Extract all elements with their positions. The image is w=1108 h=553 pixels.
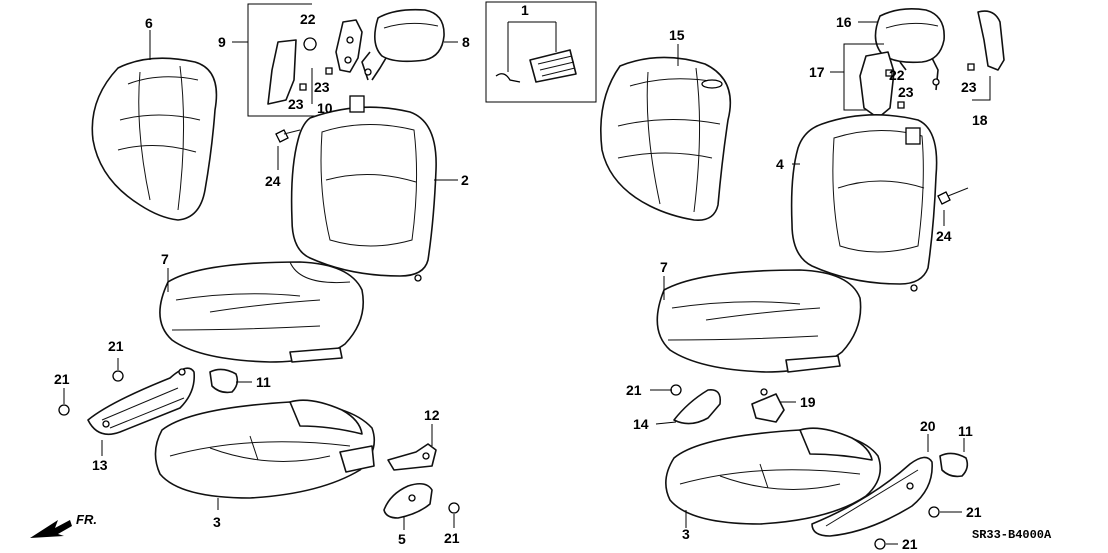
hinge-bracket-left — [311, 19, 363, 104]
bracket-17 — [830, 43, 905, 119]
bracket-19 — [751, 388, 785, 423]
callout-21c: 21 — [444, 530, 460, 546]
callouts: 1 2 3 3 4 5 6 7 7 8 9 10 11 11 12 13 14 … — [54, 2, 988, 552]
callout-10: 10 — [317, 100, 333, 116]
callout-24b: 24 — [936, 228, 952, 244]
bolt-24-right — [937, 187, 969, 205]
bracket-12 — [387, 443, 437, 471]
callout-7b: 7 — [660, 259, 668, 275]
callout-11b: 11 — [958, 423, 973, 439]
callout-13: 13 — [92, 457, 108, 473]
seat-back-right — [790, 114, 938, 292]
callout-23d: 23 — [961, 79, 977, 95]
cover-5 — [383, 482, 433, 519]
callout-16: 16 — [836, 14, 852, 30]
callout-3b: 3 — [682, 526, 690, 542]
callout-17: 17 — [809, 64, 825, 80]
trim-cover-right — [967, 10, 1005, 101]
headrest-left — [361, 8, 445, 81]
seat-back-cover-left — [91, 57, 218, 221]
callout-8: 8 — [462, 34, 470, 50]
bolt-24-left — [275, 129, 301, 170]
callout-4: 4 — [776, 156, 784, 172]
callout-14: 14 — [633, 416, 649, 432]
callout-1: 1 — [521, 2, 529, 18]
callout-6: 6 — [145, 15, 153, 31]
front-marker-label: FR. — [76, 512, 97, 527]
knob-11-right — [939, 452, 969, 478]
seat-cushion-cover-right — [656, 269, 862, 373]
callout-22a: 22 — [300, 11, 316, 27]
callout-3a: 3 — [213, 514, 221, 530]
callout-12: 12 — [424, 407, 440, 423]
callout-21b: 21 — [54, 371, 70, 387]
callout-2: 2 — [461, 172, 469, 188]
callout-21d: 21 — [626, 382, 642, 398]
screw-21-a — [112, 370, 124, 382]
cover-14 — [673, 388, 722, 425]
screw-21-c — [448, 502, 460, 514]
callout-21e: 21 — [966, 504, 982, 520]
clip-set-1 — [485, 1, 597, 103]
callout-21f: 21 — [902, 536, 918, 552]
leader-lines — [63, 21, 965, 545]
callout-22b: 22 — [889, 67, 905, 83]
knob-11-left — [209, 368, 239, 394]
trim-cover-left — [267, 37, 317, 105]
screw-21-d — [670, 384, 682, 396]
callout-19: 19 — [800, 394, 816, 410]
callout-18: 18 — [972, 112, 988, 128]
side-cover-20 — [811, 456, 933, 537]
callout-5: 5 — [398, 531, 406, 547]
diagram-code: SR33-B4000A — [972, 528, 1052, 542]
callout-23b: 23 — [314, 79, 330, 95]
callout-23c: 23 — [898, 84, 914, 100]
rail-cover-left — [87, 367, 196, 436]
seat-cushion-cover-left — [159, 261, 364, 363]
callout-20: 20 — [920, 418, 936, 434]
screw-21-e — [928, 506, 940, 518]
screw-21-f — [874, 538, 886, 550]
screw-21-b — [58, 404, 70, 416]
seat-back-cover-right — [600, 56, 732, 222]
callout-15: 15 — [669, 27, 685, 43]
callout-21a: 21 — [108, 338, 124, 354]
callout-23a: 23 — [288, 96, 304, 112]
callout-7a: 7 — [161, 251, 169, 267]
seat-cushion-left — [154, 399, 376, 499]
seat-back-left — [290, 95, 437, 282]
bracket-9 — [232, 3, 320, 117]
callout-24a: 24 — [265, 173, 281, 189]
headrest-right — [874, 8, 945, 91]
callout-9: 9 — [218, 34, 226, 50]
callout-11a: 11 — [256, 374, 271, 390]
front-direction-arrow: FR. — [30, 512, 97, 538]
